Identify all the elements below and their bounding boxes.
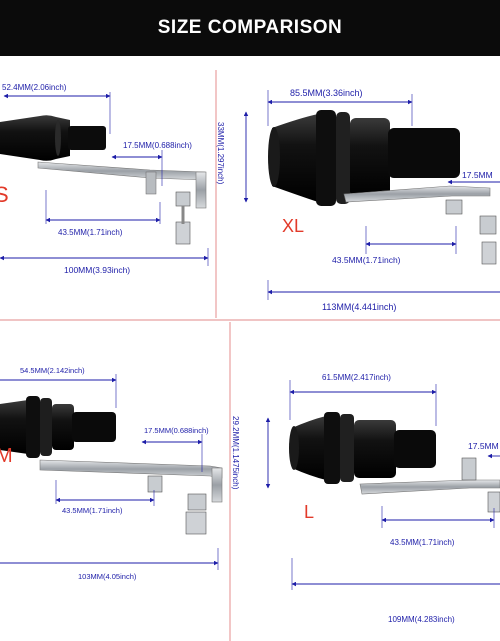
page-title: SIZE COMPARISON xyxy=(157,17,343,38)
size-label-s: S xyxy=(0,182,9,207)
title-bar: SIZE COMPARISON xyxy=(0,0,500,56)
dimension-xl-length: 85.5MM(3.36inch) xyxy=(290,88,363,98)
dimension-m-total: 103MM(4.05inch) xyxy=(78,572,137,581)
product-image-m xyxy=(0,396,223,535)
dimension-m-bracket: 43.5MM(1.71inch) xyxy=(62,506,123,515)
dimension-xl-diameter: 33MM(1.297inch) xyxy=(216,122,225,185)
product-image-s xyxy=(0,115,207,245)
dimension-xl-bracket: 43.5MM(1.71inch) xyxy=(332,255,401,265)
panel-s: 52.4MM(2.06inch) 17.5MM(0.688inch) 43.5M… xyxy=(0,83,209,275)
panel-xl: 85.5MM(3.36inch) 33MM(1.297inch) 17.5MM … xyxy=(216,88,500,312)
dimension-l-length: 61.5MM(2.417inch) xyxy=(322,373,391,382)
dimension-s-bolt: 17.5MM(0.688inch) xyxy=(123,141,192,150)
size-comparison-figure: 52.4MM(2.06inch) 17.5MM(0.688inch) 43.5M… xyxy=(0,70,500,641)
panel-m: 54.5MM(2.142inch) 17.5MM(0.688inch) 43.5… xyxy=(0,366,223,581)
size-label-m: M xyxy=(0,445,13,467)
dimension-s-length: 52.4MM(2.06inch) xyxy=(2,83,67,92)
dimension-m-bolt: 17.5MM(0.688inch) xyxy=(144,426,209,435)
dimension-l-bolt: 17.5MM xyxy=(468,441,499,451)
dimension-xl-total: 113MM(4.441inch) xyxy=(322,302,396,312)
dimension-l-total: 109MM(4.283inch) xyxy=(388,615,455,624)
size-label-l: L xyxy=(304,502,314,522)
dimension-l-bracket: 43.5MM(1.71inch) xyxy=(390,538,455,547)
product-image-l xyxy=(289,412,500,513)
dimension-s-total: 100MM(3.93inch) xyxy=(64,265,130,275)
dimension-s-bracket: 43.5MM(1.71inch) xyxy=(58,228,123,237)
panel-l: 61.5MM(2.417inch) 29.2MM(1.1475inch) 17.… xyxy=(231,373,500,624)
dimension-l-diameter: 29.2MM(1.1475inch) xyxy=(231,416,240,490)
dimension-m-length: 54.5MM(2.142inch) xyxy=(20,366,85,375)
product-image-xl xyxy=(268,110,497,265)
size-label-xl: XL xyxy=(282,216,304,236)
dimension-xl-bolt: 17.5MM xyxy=(462,170,493,180)
